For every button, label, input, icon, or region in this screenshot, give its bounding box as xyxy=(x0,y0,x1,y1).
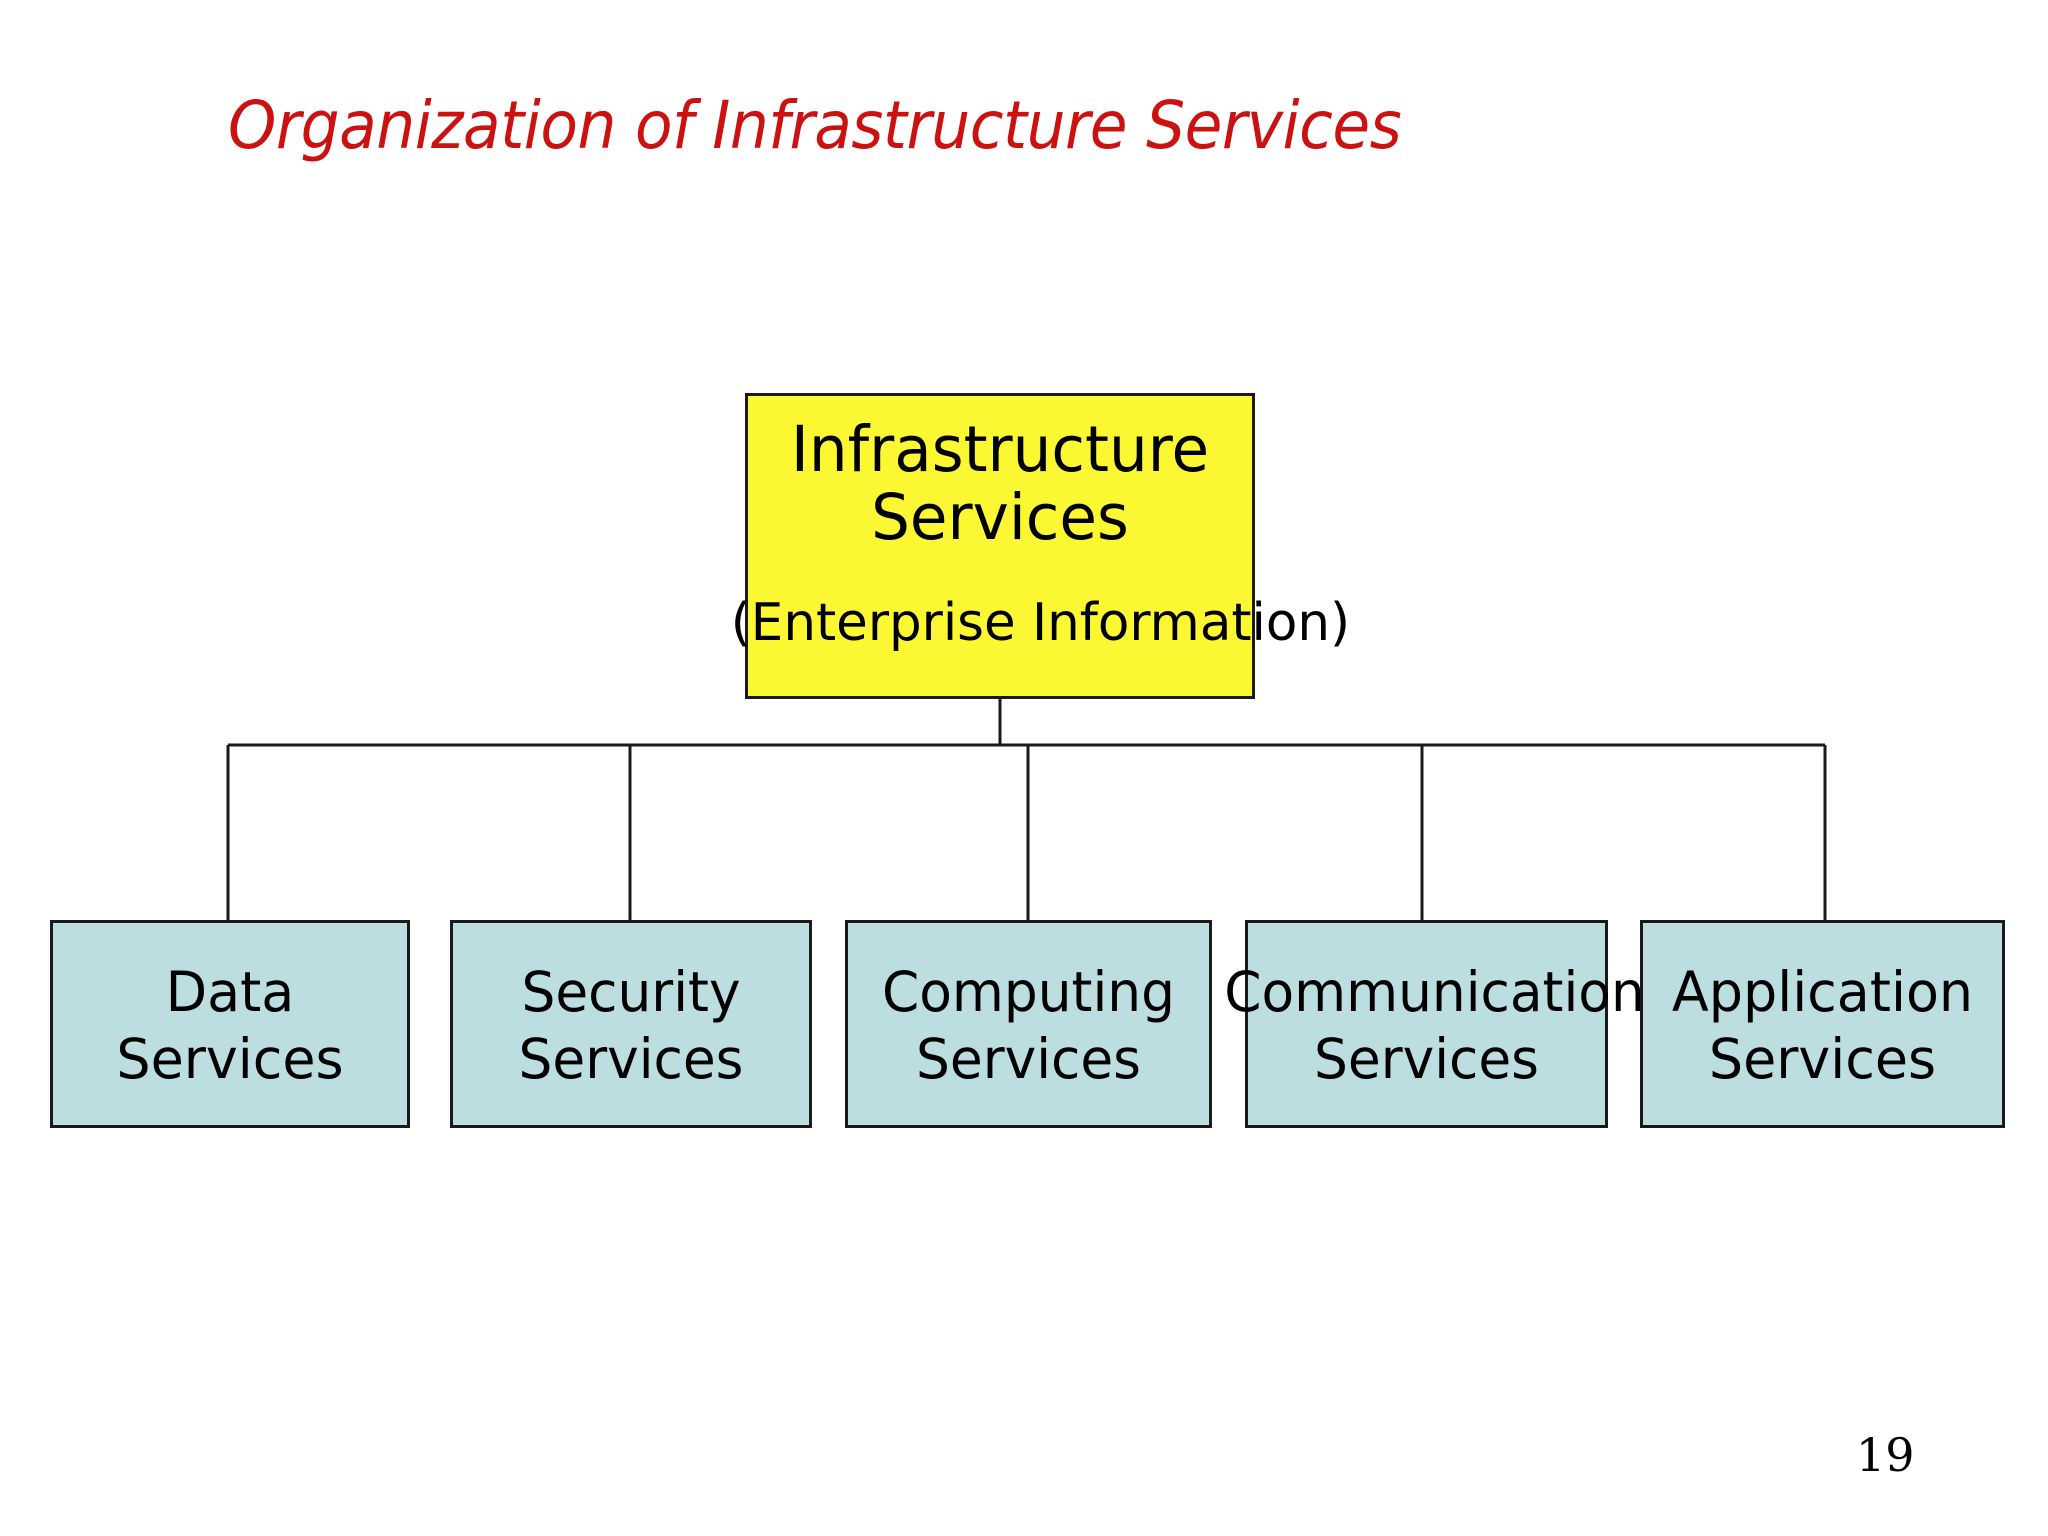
node-label: Computing Services xyxy=(824,959,1232,1093)
node-label-line2: Services xyxy=(1314,1027,1539,1092)
node-infrastructure-services[interactable]: Infrastructure Services (Enterprise Info… xyxy=(731,393,1350,699)
node-label-line2: Services xyxy=(1708,1027,1937,1092)
node-label-line1: Computing xyxy=(882,960,1175,1024)
node-label-line1: Communication xyxy=(1224,960,1645,1024)
root-node-subtitle: (Enterprise Information) xyxy=(730,593,1351,653)
node-label: Communication Services xyxy=(1224,959,1645,1093)
node-label: Application Services xyxy=(1617,959,2028,1093)
root-node-title: Infrastructure Services xyxy=(752,413,1249,555)
root-node-title-line1: Infrastructure xyxy=(790,413,1210,486)
node-label: Security Services xyxy=(429,959,833,1093)
node-computing-services[interactable]: Computing Services xyxy=(845,920,1212,1128)
node-label: Data Services xyxy=(27,959,433,1093)
node-label-line1: Application xyxy=(1671,960,1974,1024)
node-label-line2: Services xyxy=(518,1027,744,1092)
node-communication-services[interactable]: Communication Services xyxy=(1224,920,1645,1128)
node-label-line1: Security xyxy=(521,960,741,1024)
page-title: Organization of Infrastructure Services xyxy=(228,87,1402,164)
node-data-services[interactable]: Data Services xyxy=(50,920,410,1128)
node-security-services[interactable]: Security Services xyxy=(450,920,812,1128)
page-number: 19 xyxy=(1856,1428,1915,1482)
node-label-line1: Data xyxy=(165,960,295,1024)
root-node-title-line2: Services xyxy=(871,481,1129,555)
node-label-line2: Services xyxy=(916,1027,1141,1092)
node-label-line2: Services xyxy=(116,1027,344,1092)
node-application-services[interactable]: Application Services xyxy=(1640,920,2005,1128)
